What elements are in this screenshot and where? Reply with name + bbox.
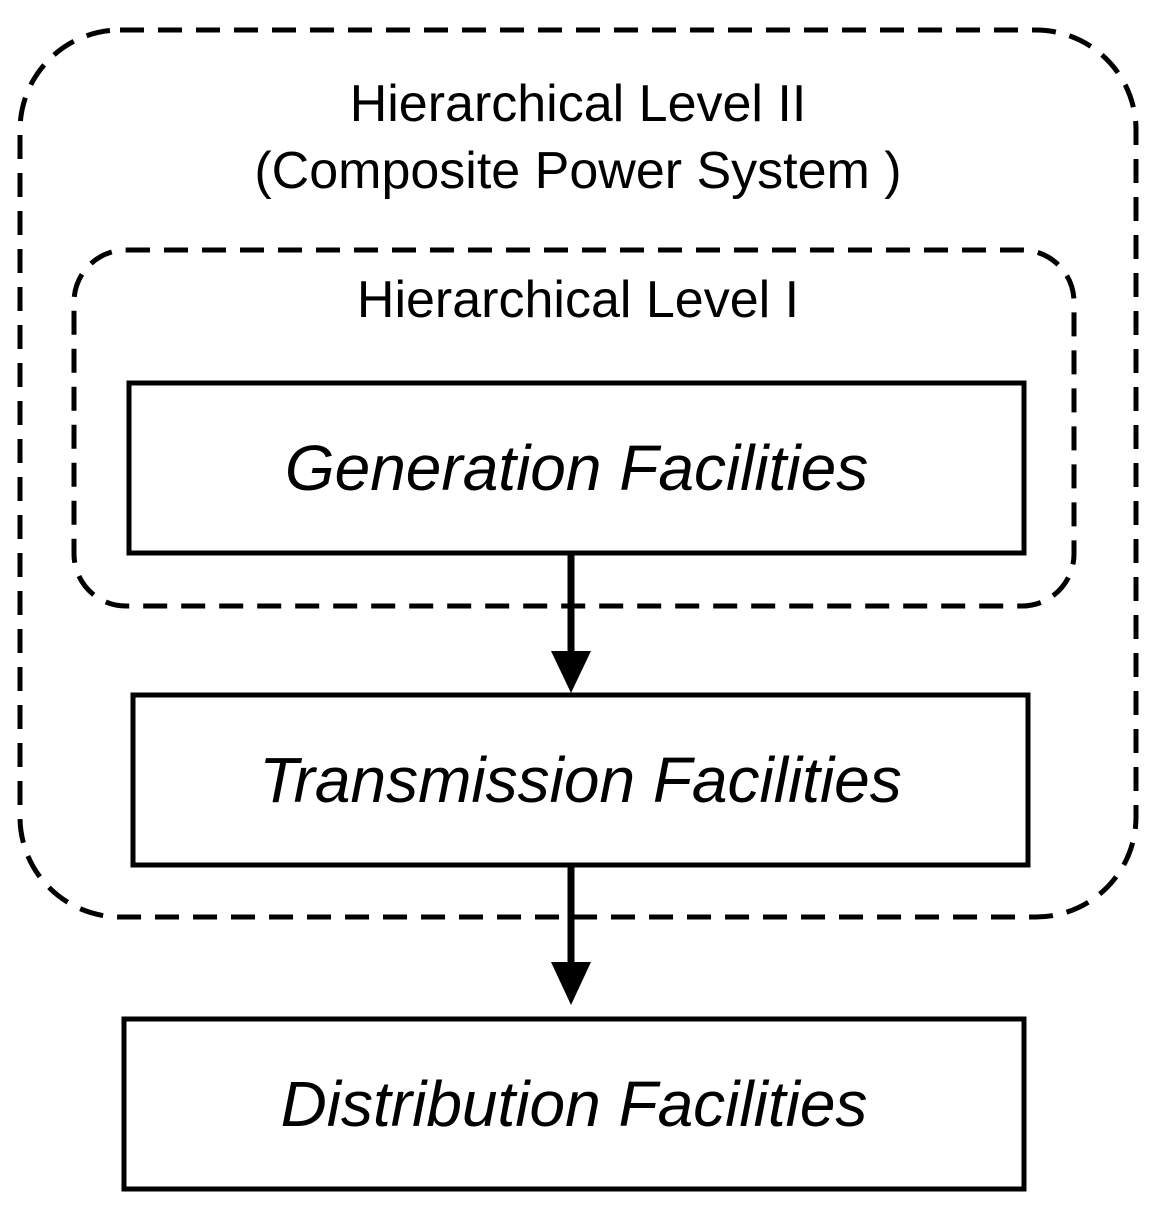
distribution-label: Distribution Facilities — [280, 1068, 868, 1140]
level-i-title: Hierarchical Level I — [356, 271, 800, 329]
generation-box — [126, 380, 1027, 556]
level-ii-title-line2: (Composite Power System ) — [254, 142, 902, 200]
arrow-generation-to-transmission — [551, 553, 591, 693]
arrow-transmission-to-distribution — [551, 865, 591, 1005]
generation-label: Generation Facilities — [284, 432, 869, 504]
level-ii-title-line1: Hierarchical Level II — [349, 75, 807, 133]
level-ii-boundary — [17, 27, 1139, 920]
transmission-label: Transmission Facilities — [259, 744, 902, 816]
distribution-box — [121, 1016, 1027, 1192]
transmission-box — [130, 692, 1031, 868]
